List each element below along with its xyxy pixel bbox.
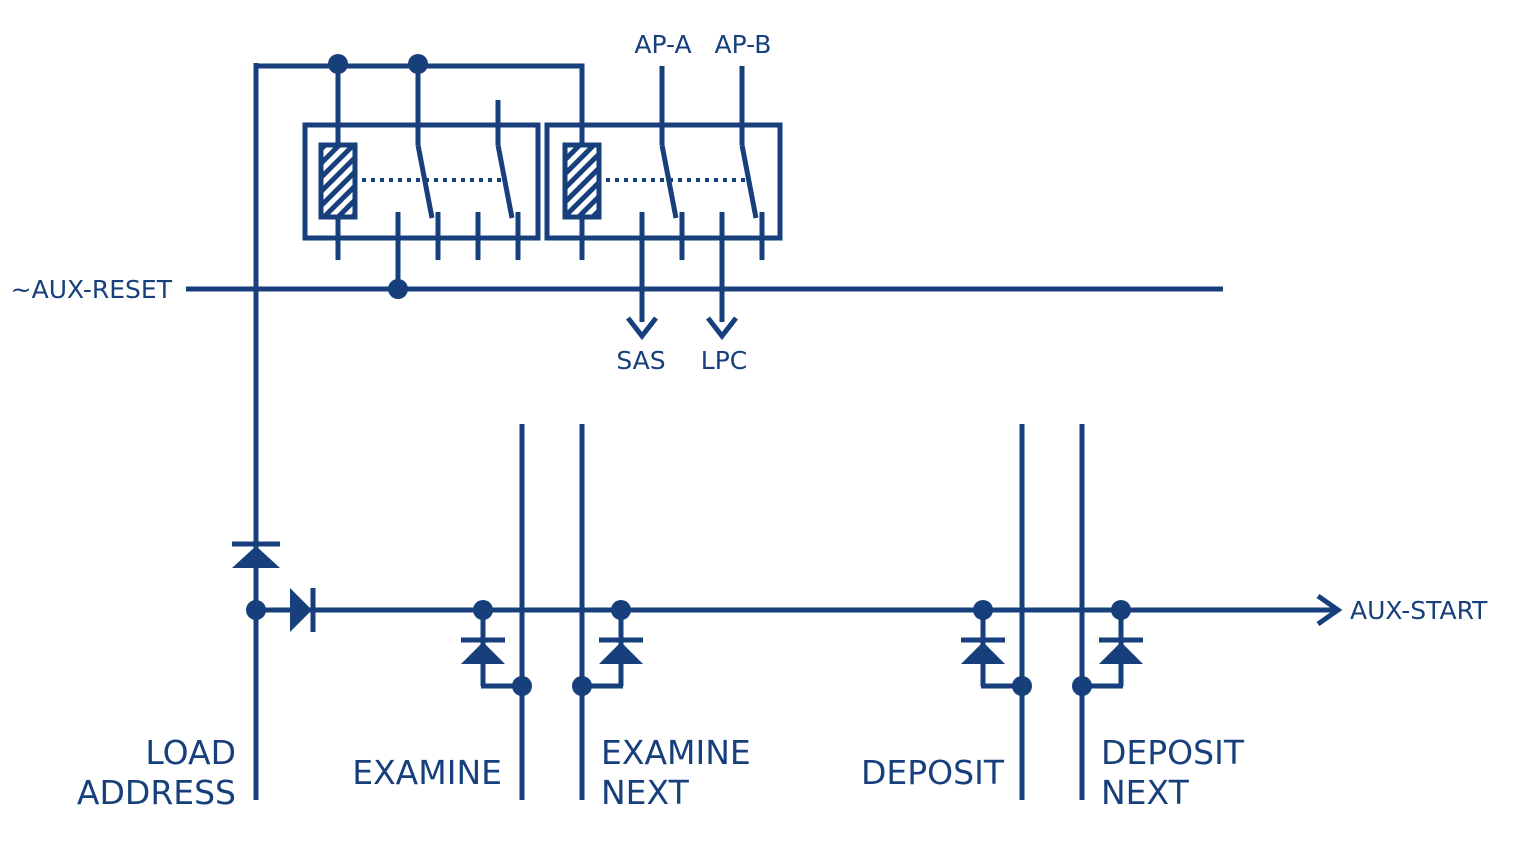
ap-a-label: AP-A — [634, 30, 691, 59]
deposit-next-label-line2: NEXT — [1101, 773, 1190, 812]
load-address-diode — [232, 541, 280, 568]
junctions-top — [328, 54, 428, 299]
deposit-label: DEPOSIT — [861, 753, 1005, 792]
relay-1 — [302, 122, 541, 289]
examine-label: EXAMINE — [352, 753, 502, 792]
aux-start-label: AUX-START — [1350, 596, 1488, 625]
relay-1-coil — [318, 142, 358, 220]
examine-next-label-line2: NEXT — [601, 773, 690, 812]
relay-2-contact-b — [739, 144, 759, 219]
relay-1-contact-b — [495, 144, 515, 219]
sas-arrow — [626, 316, 658, 341]
aux-start-arrow — [1316, 593, 1343, 627]
lpc-arrow — [706, 316, 738, 341]
aux-reset-label: ~AUX-RESET — [11, 275, 173, 304]
deposit-diode — [961, 610, 1022, 689]
relay-2-contact-a — [659, 144, 679, 219]
relay-1-contact-a — [415, 144, 435, 219]
examine-next-diode — [582, 610, 643, 689]
aux-start-diode — [290, 588, 316, 632]
relay-2-coil — [562, 142, 602, 220]
deposit-next-label-line1: DEPOSIT — [1101, 733, 1245, 772]
examine-next-label-line1: EXAMINE — [601, 733, 751, 772]
ap-b-label: AP-B — [715, 30, 772, 59]
load-address-label-line2: ADDRESS — [77, 773, 236, 812]
deposit-next-diode — [1082, 610, 1143, 689]
sas-label: SAS — [616, 346, 665, 375]
relay-2 — [544, 122, 783, 341]
junctions-bottom — [246, 600, 1131, 696]
load-address-label-line1: LOAD — [145, 733, 236, 772]
lpc-label: LPC — [701, 346, 747, 375]
examine-diode — [461, 610, 522, 689]
